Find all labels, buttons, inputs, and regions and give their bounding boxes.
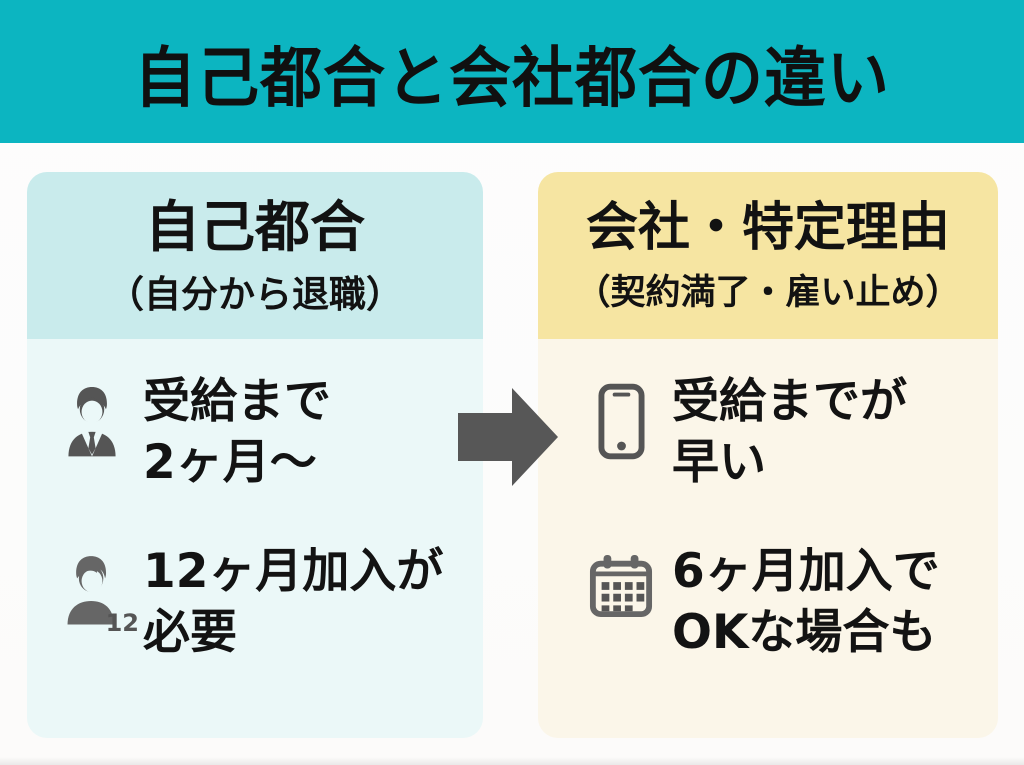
list-item: 受給までが 早い	[582, 371, 998, 493]
left-card-self-initiated: 自己都合 （自分から退職）	[27, 172, 483, 738]
right-card-body: 受給までが 早い	[538, 339, 998, 738]
left-card-title: 自己都合	[144, 195, 365, 260]
list-item: 受給まで 2ヶ月〜	[53, 371, 483, 493]
left-card-body: 受給まで 2ヶ月〜 12	[27, 339, 483, 738]
enrollment-text: 12ヶ月加入が 必要	[143, 544, 444, 660]
benefit-text: 受給までが 早い	[672, 374, 907, 490]
person-12-icon: 12	[63, 553, 139, 637]
right-card-header: 会社・特定理由 （契約満了・雇い止め）	[538, 172, 998, 339]
smartphone-icon	[597, 383, 645, 464]
right-arrow-icon	[456, 386, 560, 488]
badge-12-label: 12	[105, 609, 139, 637]
left-card-subtitle: （自分から退職）	[107, 272, 403, 316]
benefit-text: 受給まで 2ヶ月〜	[143, 374, 331, 490]
list-item: 12 12ヶ月加入が 必要	[53, 541, 483, 663]
title-banner: 自己都合と会社都合の違い	[0, 0, 1024, 143]
list-item: 6ヶ月加入で OKな場合も	[582, 541, 998, 663]
left-card-header: 自己都合 （自分から退職）	[27, 172, 483, 339]
right-card-title: 会社・特定理由	[585, 198, 950, 259]
bottom-edge-shadow	[0, 757, 1024, 765]
right-card-company-initiated: 会社・特定理由 （契約満了・雇い止め） 受給までが 早い	[538, 172, 998, 738]
enrollment-text: 6ヶ月加入で OKな場合も	[672, 544, 940, 660]
calendar-icon	[589, 553, 653, 623]
page-title: 自己都合と会社都合の違い	[133, 38, 890, 116]
right-card-subtitle: （契約満了・雇い止め）	[575, 272, 961, 313]
businessman-icon	[63, 383, 121, 463]
